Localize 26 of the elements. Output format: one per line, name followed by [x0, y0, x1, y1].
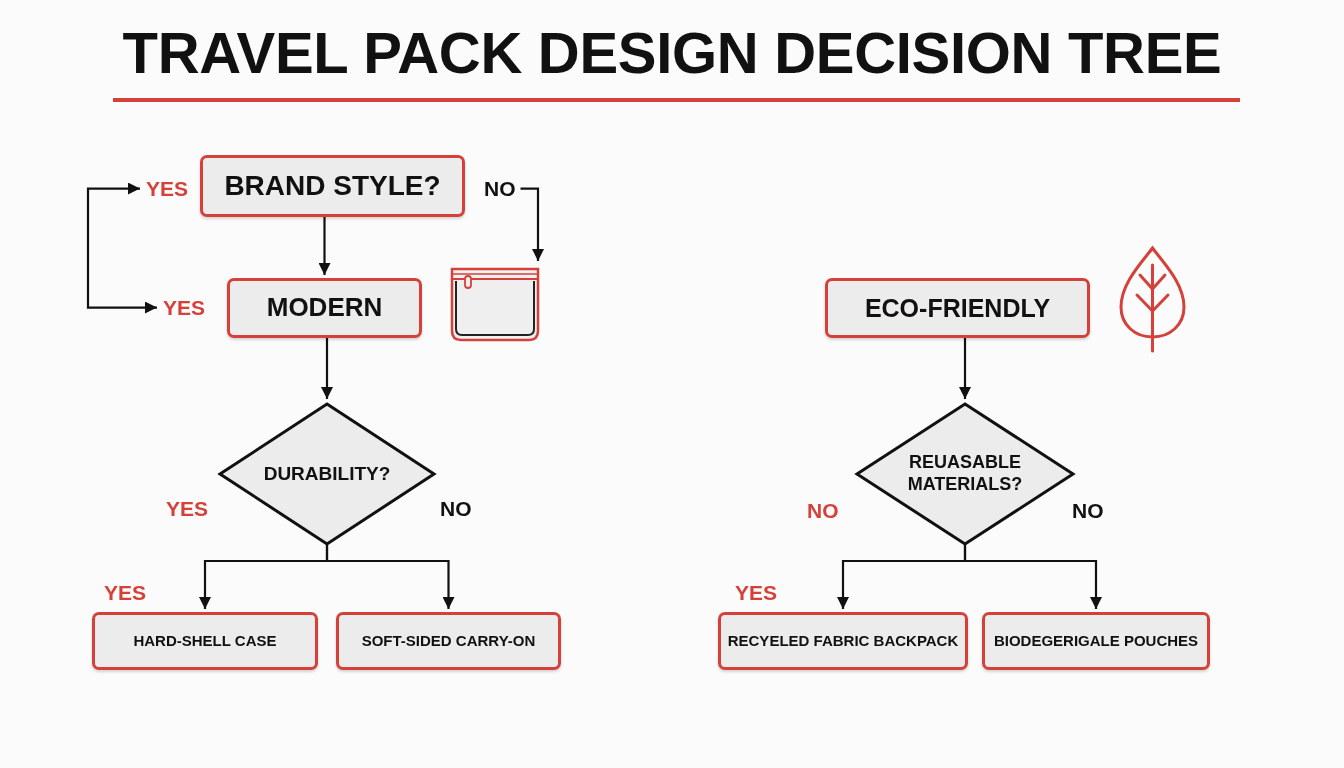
- double-headed-arrow: [86, 182, 157, 314]
- branch-label: NO: [484, 177, 516, 201]
- process-box: SOFT-SIDED CARRY-ON: [336, 612, 561, 670]
- process-box: ECO-FRIENDLY: [825, 278, 1090, 338]
- branch-label: YES: [104, 581, 147, 605]
- zipper-pouch-picture: [448, 265, 542, 343]
- branch-label: YES: [163, 296, 206, 320]
- arrow: [963, 545, 1102, 609]
- branch-label: NO: [440, 497, 472, 521]
- process-box: RECYELED FABRIC BACKPACK: [718, 612, 968, 670]
- branch-label: YES: [735, 581, 778, 605]
- process-box: HARD-SHELL CASE: [92, 612, 318, 670]
- process-box: BIODEGERIGALE POUCHES: [982, 612, 1210, 670]
- arrow: [318, 217, 331, 275]
- arrow: [959, 338, 971, 399]
- arrow: [321, 338, 333, 399]
- branch-label: YES: [146, 177, 189, 201]
- arrow: [325, 545, 455, 609]
- branch-label: NO: [1072, 499, 1104, 523]
- branch-label: NO: [807, 499, 839, 523]
- process-box: BRAND STYLE?: [200, 155, 465, 217]
- arrow: [520, 187, 544, 261]
- diagram-title: TRAVEL PACK DESIGN DECISION TREE: [122, 24, 1222, 82]
- branch-label: YES: [166, 497, 209, 521]
- decision-diamond: DURABILITY?: [218, 402, 436, 546]
- process-box: MODERN: [227, 278, 422, 338]
